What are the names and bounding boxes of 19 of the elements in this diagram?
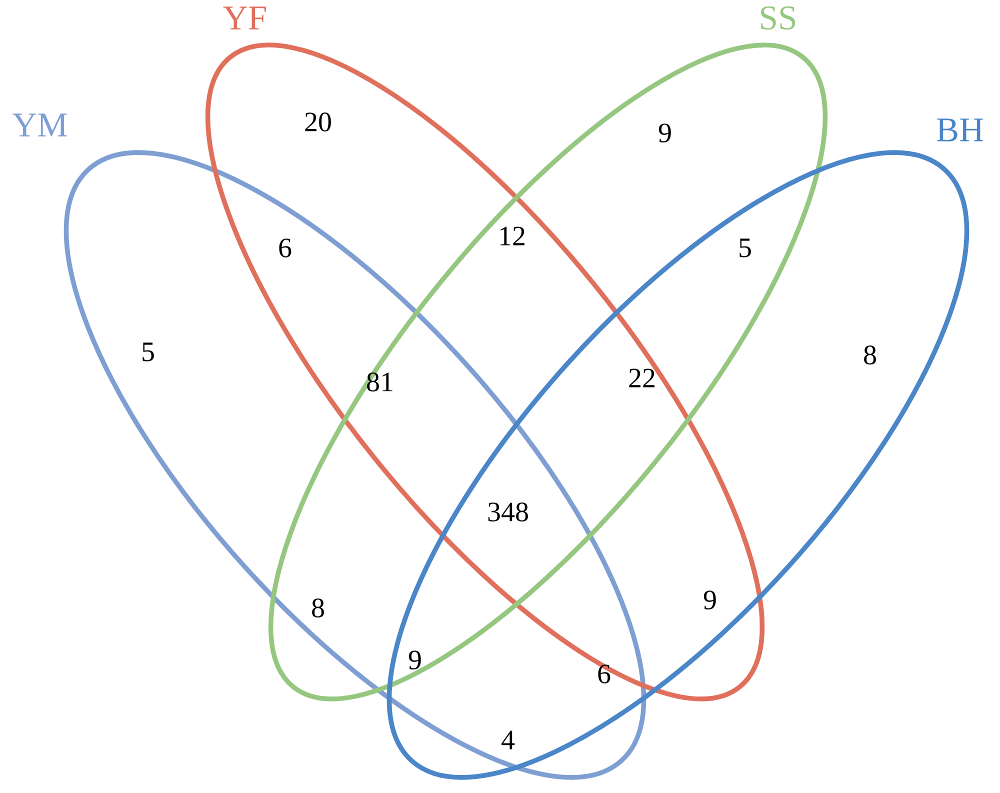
- region-count: 8: [864, 346, 876, 364]
- region-count: 22: [629, 368, 654, 388]
- region-count: 12: [500, 226, 524, 246]
- region-count: 6: [279, 238, 292, 258]
- set-label: BH: [936, 118, 984, 142]
- set-label: YF: [223, 6, 266, 30]
- region-count: 9: [658, 124, 671, 142]
- set-label: SS: [761, 6, 796, 30]
- region-count: 20: [305, 112, 331, 132]
- region-count: 5: [142, 342, 154, 362]
- region-count: 5: [740, 238, 751, 258]
- region-count: 81: [367, 372, 392, 392]
- region-count: 4: [502, 730, 515, 750]
- region-count: 9: [408, 650, 421, 670]
- region-count: 6: [598, 664, 610, 684]
- region-count: 8: [312, 598, 324, 618]
- set-label: YM: [12, 114, 67, 136]
- region-count: 348: [488, 502, 528, 522]
- region-count: 9: [704, 590, 716, 610]
